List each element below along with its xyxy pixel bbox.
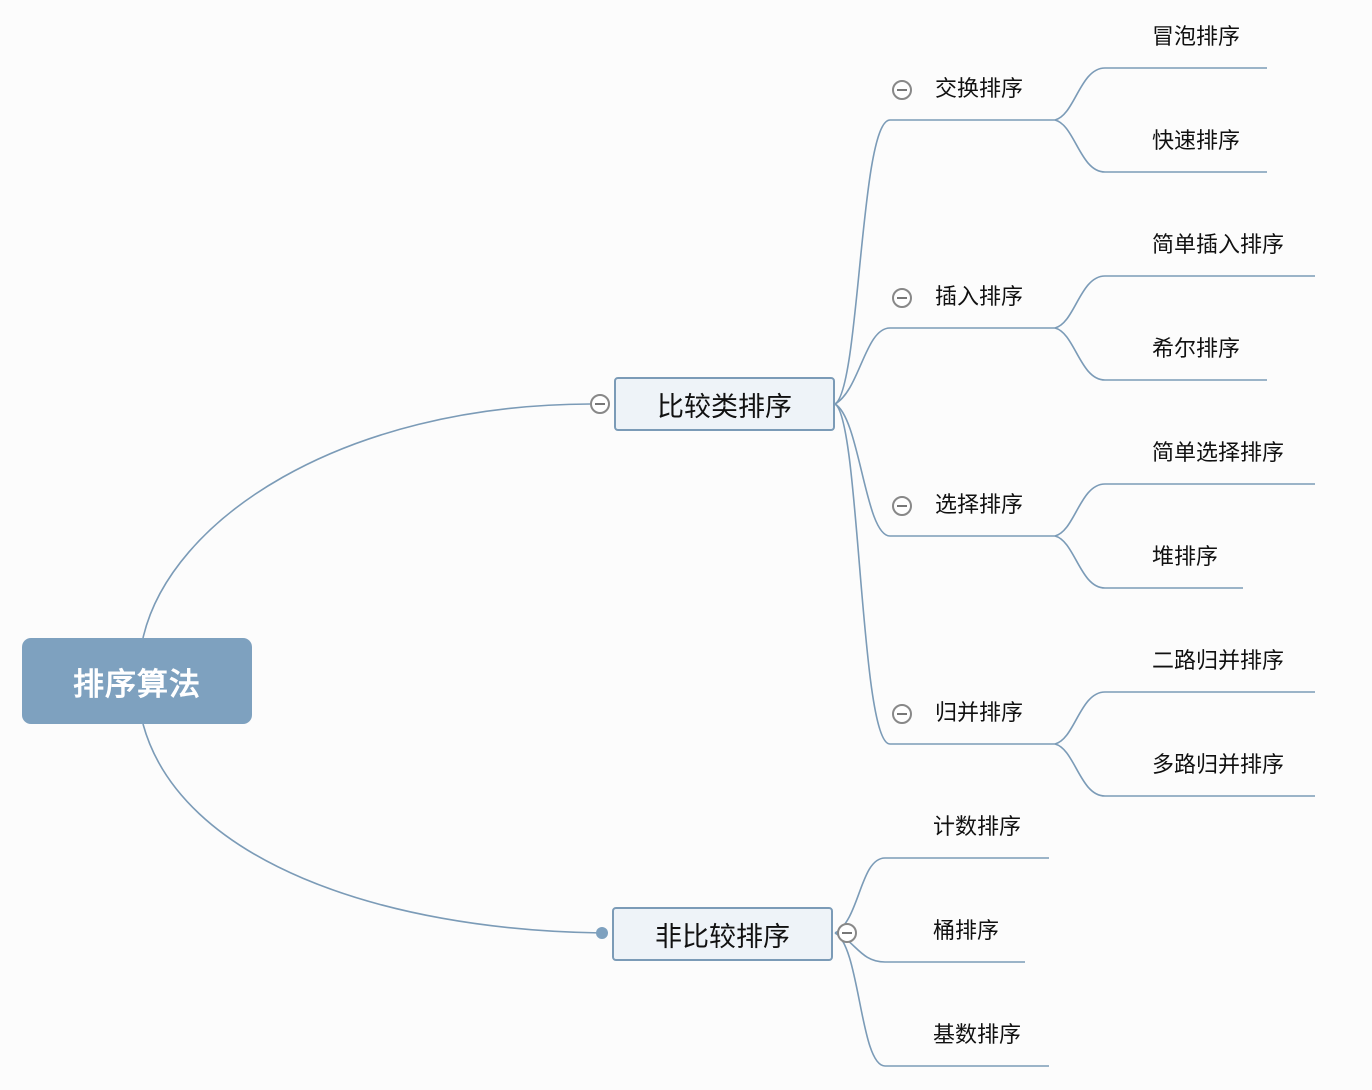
leaf-heap-sort[interactable]: 堆排序	[1152, 545, 1219, 570]
branch-comparison-sort[interactable]: 比较类排序	[614, 377, 835, 431]
connector-insert-simple	[1054, 275, 1315, 329]
connector-merge-twoway	[1054, 691, 1315, 745]
connector-root-noncomparison	[142, 723, 603, 934]
leaf-multi-way-merge-sort[interactable]: 多路归并排序	[1152, 753, 1285, 778]
connector-dot	[596, 927, 608, 939]
leaf-quick-sort[interactable]: 快速排序	[1152, 129, 1241, 154]
connector-merge-multiway	[1054, 743, 1315, 797]
collapse-icon[interactable]	[892, 288, 912, 308]
collapse-icon[interactable]	[837, 923, 857, 943]
connector-insert-shell	[1054, 327, 1267, 381]
leaf-counting-sort[interactable]: 计数排序	[933, 815, 1022, 840]
leaf-radix-sort[interactable]: 基数排序	[933, 1023, 1022, 1048]
branch-non-comparison-sort[interactable]: 非比较排序	[612, 907, 833, 961]
collapse-icon[interactable]	[892, 80, 912, 100]
collapse-icon[interactable]	[892, 496, 912, 516]
leaf-two-way-merge-sort[interactable]: 二路归并排序	[1152, 649, 1285, 674]
leaf-simple-selection-sort[interactable]: 简单选择排序	[1152, 441, 1285, 466]
node-insertion-sort[interactable]: 插入排序	[935, 285, 1024, 310]
connector-swap-quick	[1054, 119, 1267, 173]
connector-comparison-swap	[834, 119, 1055, 405]
leaf-bucket-sort[interactable]: 桶排序	[933, 919, 1000, 944]
connector-select-simple	[1054, 483, 1315, 537]
leaf-bubble-sort[interactable]: 冒泡排序	[1152, 25, 1241, 50]
root-node[interactable]: 排序算法	[22, 638, 252, 724]
connector-comparison-merge	[834, 403, 1055, 745]
connector-swap-bubble	[1054, 67, 1267, 121]
connector-comparison-select	[834, 403, 1055, 537]
node-merge-sort[interactable]: 归并排序	[935, 701, 1024, 726]
connector-root-comparison	[142, 403, 591, 639]
leaf-simple-insertion-sort[interactable]: 简单插入排序	[1152, 233, 1285, 258]
connector-noncomparison-radix	[834, 932, 1049, 1067]
collapse-icon[interactable]	[590, 394, 610, 414]
node-swap-sort[interactable]: 交换排序	[935, 77, 1024, 102]
connector-comparison-insert	[834, 327, 1055, 405]
leaf-shell-sort[interactable]: 希尔排序	[1152, 337, 1241, 362]
collapse-icon[interactable]	[892, 704, 912, 724]
node-selection-sort[interactable]: 选择排序	[935, 493, 1024, 518]
connector-select-heap	[1054, 535, 1243, 589]
